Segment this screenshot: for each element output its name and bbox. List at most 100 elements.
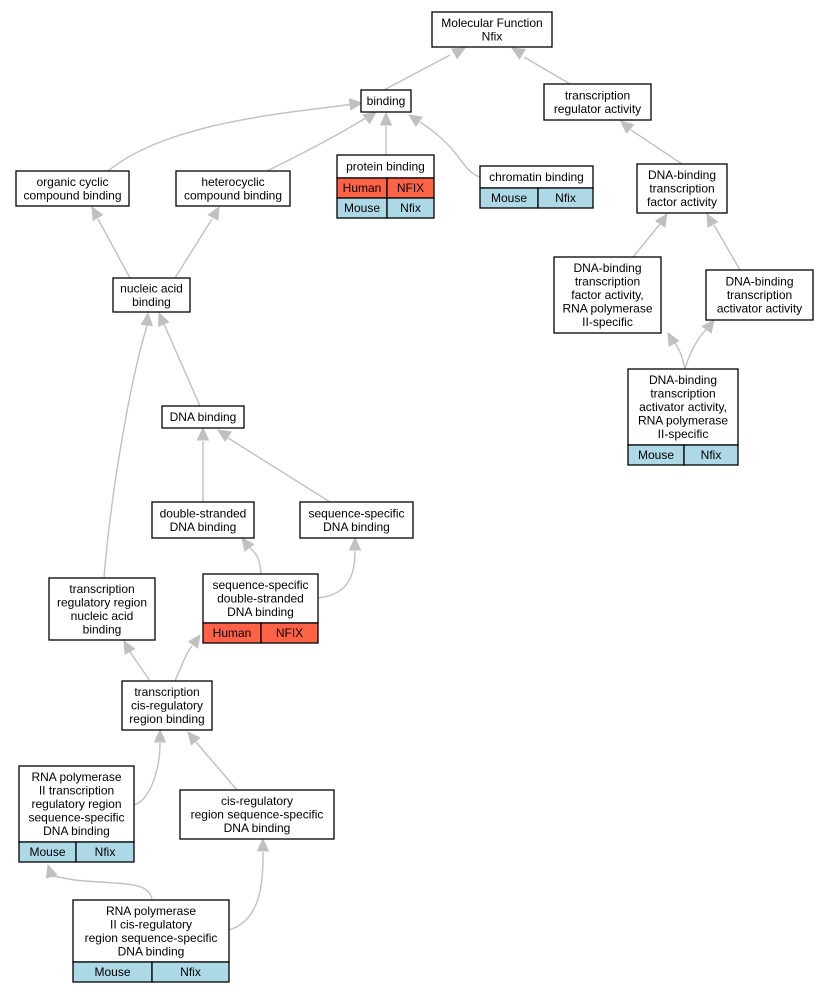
svg-text:NFIX: NFIX <box>397 181 424 195</box>
arrowhead-icon <box>451 47 467 60</box>
arrowhead-icon <box>408 114 423 128</box>
svg-text:Nfix: Nfix <box>400 201 421 215</box>
node-label-line: cis-regulatory <box>131 699 203 713</box>
node-title-box <box>705 269 814 321</box>
node-title-box <box>543 83 652 121</box>
node-label-line: nucleic acid <box>120 281 183 295</box>
node-label-line: regulatory region <box>31 797 121 811</box>
node-label-line: DNA binding <box>170 520 237 534</box>
node-title-box <box>636 163 728 214</box>
node-title-box <box>161 405 245 429</box>
node-label-line: sequence-specific <box>28 811 124 825</box>
species-cell: Mouse <box>627 444 685 466</box>
node-label-line: sequence-specific <box>212 578 308 592</box>
arrowhead-icon <box>362 111 377 125</box>
node-title-box <box>179 789 335 840</box>
node-title-box <box>553 256 662 334</box>
edge-chromatin-to-binding <box>408 114 481 178</box>
node-binding[interactable]: binding <box>360 89 412 113</box>
svg-text:NFIX: NFIX <box>276 626 303 640</box>
node-label-line: DNA-binding <box>648 168 716 182</box>
gene-cell: Nfix <box>386 197 435 219</box>
svg-text:Nfix: Nfix <box>555 191 576 205</box>
svg-text:Nfix: Nfix <box>95 845 116 859</box>
node-title-box <box>121 680 213 731</box>
arrowhead-icon <box>348 98 364 111</box>
node-label-line: Molecular Function <box>441 16 542 30</box>
arrowhead-icon <box>196 426 210 441</box>
node-label-line: factor activity, <box>571 288 643 302</box>
node-label-line: compound binding <box>184 188 282 202</box>
node-label-line: DNA binding <box>323 520 390 534</box>
node-title-box <box>627 368 739 446</box>
node-title-box <box>18 765 135 843</box>
node-title-box <box>202 573 319 624</box>
node-label-line: RNA polymerase <box>638 414 728 428</box>
node-label-line: binding <box>367 94 406 108</box>
svg-text:Human: Human <box>213 626 252 640</box>
svg-text:Mouse: Mouse <box>29 845 65 859</box>
node-label-line: II-specific <box>582 315 633 329</box>
svg-text:Mouse: Mouse <box>491 191 527 205</box>
node-label-line: RNA polymerase <box>31 770 121 784</box>
node-label-line: DNA-binding <box>725 275 793 289</box>
node-label-line: activator activity <box>717 302 802 316</box>
node-label-line: RNA polymerase <box>106 904 196 918</box>
species-cell: Mouse <box>18 841 77 863</box>
node-label-line: double-stranded <box>217 592 304 606</box>
node-label-line: DNA binding <box>227 605 294 619</box>
node-dna[interactable]: DNA binding <box>161 405 245 429</box>
arrowhead-icon <box>123 639 136 655</box>
species-cell: Mouse <box>336 197 388 219</box>
arrowhead-icon <box>207 205 220 221</box>
node-title-box <box>48 577 156 641</box>
node-label-line: transcription <box>69 582 134 596</box>
arrowhead-icon <box>379 111 393 126</box>
node-label-line: transcription <box>575 275 640 289</box>
edge-tra-to-mf <box>510 47 571 85</box>
node-label-line: DNA binding <box>224 821 291 835</box>
arrowhead-icon <box>654 213 668 228</box>
arrowhead-icon <box>216 429 232 443</box>
node-title-box <box>175 170 291 207</box>
node-label-line: cis-regulatory <box>221 794 293 808</box>
node-title-box <box>151 501 255 539</box>
gene-cell: Nfix <box>683 444 739 466</box>
node-label-line: binding <box>83 622 122 636</box>
edge-protein-to-binding <box>379 111 393 155</box>
edge-tcrrb-to-ssds <box>174 634 201 682</box>
gene-cell: Nfix <box>75 841 135 863</box>
edge-rnap-crr-to-crrssdb <box>228 837 270 931</box>
gene-cell: Nfix <box>151 961 230 983</box>
node-label-line: factor activity <box>647 195 717 209</box>
edge-dna-to-nab <box>158 311 201 407</box>
arrowhead-icon <box>91 205 104 221</box>
svg-text:Nfix: Nfix <box>701 448 722 462</box>
edge-rnap-crr-to-rnap-trr <box>45 863 153 901</box>
arrowhead-icon <box>348 536 362 551</box>
species-cell: Human <box>202 622 262 644</box>
edge-dbtfa-rna-to-dbtfa <box>632 213 668 258</box>
edge-dbtaa-rna-to-dbtfa-rna <box>667 331 686 370</box>
